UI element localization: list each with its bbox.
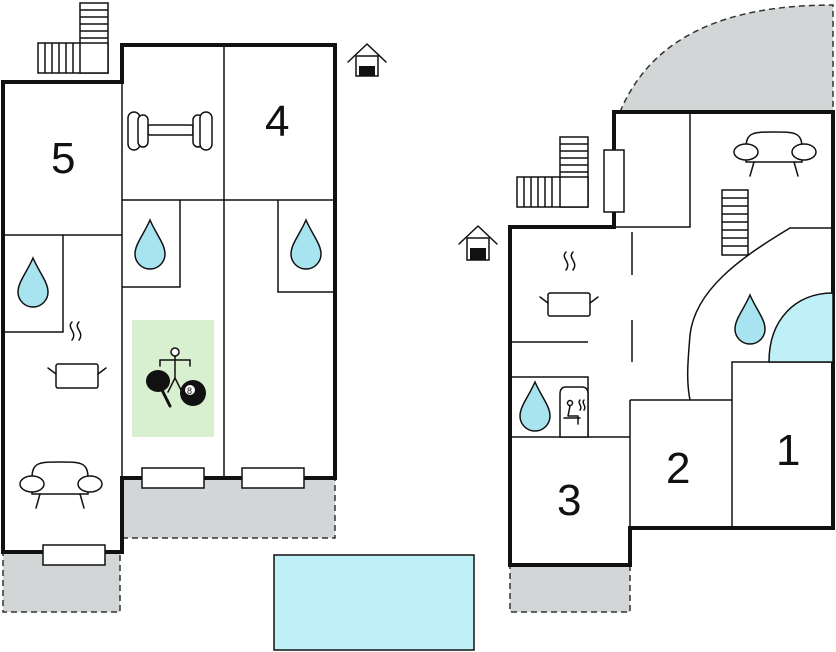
water-drop-icon xyxy=(134,218,166,270)
window xyxy=(141,467,205,489)
swimming-pool xyxy=(273,554,475,651)
stairs-icon xyxy=(721,189,749,256)
billiard-ball-number: 8 xyxy=(187,386,192,396)
window xyxy=(241,467,305,489)
room-number-4: 4 xyxy=(265,97,289,146)
right-building xyxy=(508,110,835,567)
water-drop-icon xyxy=(290,218,322,270)
left-building xyxy=(1,43,337,566)
stairs-icon xyxy=(37,2,109,74)
window xyxy=(603,149,625,213)
terrace-garden-top xyxy=(618,4,834,113)
room-number-3: 3 xyxy=(557,476,581,525)
terrace-left xyxy=(2,551,121,613)
sofa-icon xyxy=(19,461,103,509)
dumbbell-icon xyxy=(127,111,213,151)
water-drop-icon xyxy=(734,293,766,345)
room-number-1: 1 xyxy=(776,426,800,475)
sofa-icon xyxy=(733,131,817,177)
terrace-right-bottom xyxy=(509,564,631,613)
house-entrance-icon xyxy=(347,43,387,77)
room-number-2: 2 xyxy=(666,444,690,493)
cooking-pot-icon xyxy=(47,321,107,389)
house-entrance-icon xyxy=(458,225,498,261)
table-tennis-foosball-billiards-icon: 8 xyxy=(146,347,206,408)
water-drop-icon xyxy=(519,380,551,432)
water-drop-icon xyxy=(17,256,49,308)
stairs-icon xyxy=(516,136,589,208)
room-number-5: 5 xyxy=(51,134,75,183)
cooking-pot-icon xyxy=(539,251,599,317)
window xyxy=(42,544,106,566)
game-room-area xyxy=(132,320,214,437)
indoor-pool xyxy=(768,292,834,363)
sauna-icon xyxy=(559,386,589,438)
